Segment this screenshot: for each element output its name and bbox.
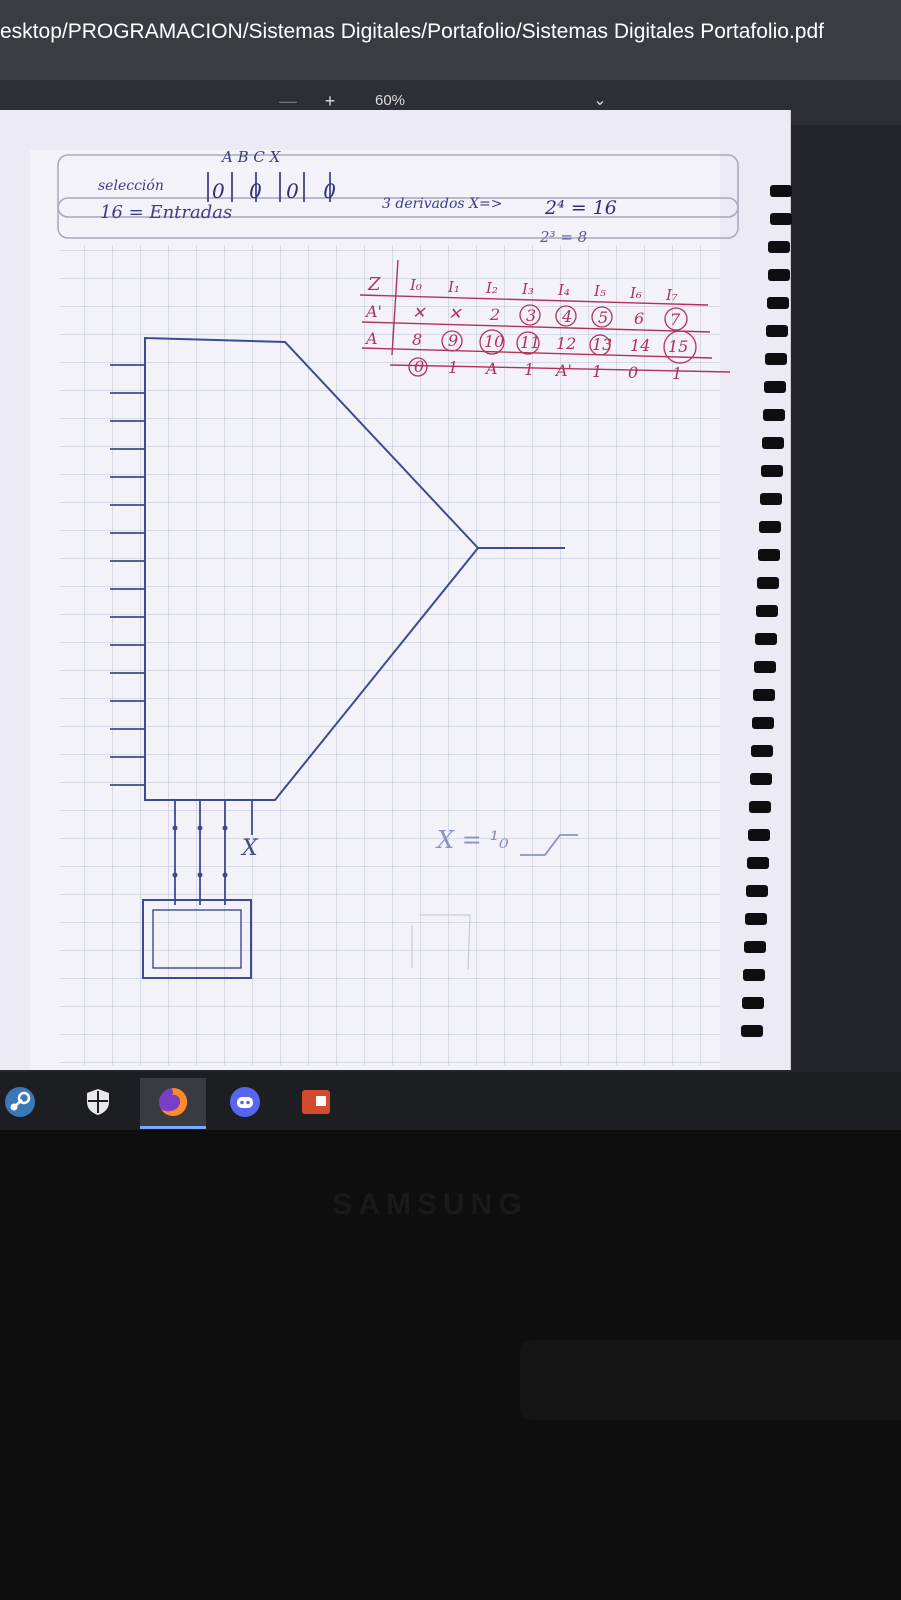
inputs-count: 16 = Entradas: [100, 202, 232, 223]
select-line-dots: [172, 825, 228, 878]
switch-formula: X = ¹₀: [435, 826, 509, 854]
truth-row-0-cell-5: 5: [598, 308, 608, 327]
truth-table-col-5: I₅: [593, 282, 606, 300]
zoom-level-label[interactable]: 60%: [374, 92, 406, 109]
discord-icon[interactable]: [225, 1082, 265, 1122]
truth-row-0-cell-4: 4: [561, 307, 572, 326]
header-sub-box: [57, 197, 739, 239]
truth-row-0-cell-7: 7: [670, 310, 681, 329]
faint-sketch: [411, 914, 471, 971]
title-bar: esktop/PROGRAMACION/Sistemas Digitales/P…: [0, 0, 901, 80]
truth-row-1-cell-5: 13: [592, 335, 612, 354]
truth-row-2-cell-3: 1: [524, 360, 534, 379]
truth-table-col-3: I₃: [521, 280, 534, 298]
notebook-page-drawing: A B C X selección 0 0 0 0 16 = Entradas …: [30, 148, 739, 1070]
zoom-in-button[interactable]: +: [324, 91, 336, 111]
truth-table-col-6: I₆: [629, 284, 642, 302]
security-icon[interactable]: [78, 1082, 118, 1122]
chevron-down-icon[interactable]: ⌄: [593, 92, 607, 109]
truth-table-col-7: I₇: [665, 286, 678, 304]
select-var-label: X: [240, 836, 259, 861]
mux-symbol: [110, 336, 565, 979]
truth-row-1-cell-6: 14: [630, 336, 650, 355]
truth-row-2-cell-2: A: [484, 359, 498, 378]
header-box: [57, 154, 739, 218]
truth-table-col-2: I₂: [485, 279, 498, 297]
truth-row-2-cell-0: 0: [414, 357, 424, 376]
pdf-page: A B C X selección 0 0 0 0 16 = Entradas …: [0, 110, 791, 1070]
truth-row-1-cell-0: 8: [412, 330, 422, 349]
selection-label: selección: [98, 178, 164, 194]
power-equation-b: 2³ = 8: [539, 228, 587, 246]
graph-grid: [60, 245, 720, 1065]
keyboard-hinge: [520, 1340, 901, 1420]
truth-table-corner: Z: [367, 274, 381, 295]
monitor-brand-logo: SAMSUNG: [332, 1188, 528, 1221]
selector-box: [142, 899, 252, 979]
truth-row-0-cell-0: ✕: [412, 303, 426, 322]
monitor-screen: esktop/PROGRAMACION/Sistemas Digitales/P…: [0, 0, 901, 1132]
truth-row-2-cell-7: 1: [672, 364, 682, 383]
truth-row-0-cell-1: ✕: [448, 304, 462, 323]
mux-input-lines: [110, 364, 145, 786]
truth-row-1-cell-7: 15: [668, 337, 688, 356]
truth-table-circles: [408, 304, 697, 377]
truth-row-1-cell-1: 9: [448, 331, 458, 350]
power-equation-a: 2⁴ = 16: [544, 197, 617, 219]
truth-row-0-label: A': [364, 302, 382, 321]
file-path-title: esktop/PROGRAMACION/Sistemas Digitales/P…: [0, 20, 824, 43]
zoom-out-button[interactable]: —: [279, 91, 297, 111]
derivation-text: 3 derivados X=>: [382, 196, 502, 212]
mux-select-lines: [174, 800, 253, 905]
switch-symbol: [520, 834, 578, 856]
truth-row-0-cell-6: 6: [634, 309, 644, 328]
office-icon[interactable]: [296, 1082, 336, 1122]
firefox-icon[interactable]: [140, 1078, 206, 1129]
truth-table: Z I₀ I₁ I₂ I₃ I₄ I₅ I₆ I₇ A' ✕ ✕ 2 3: [359, 259, 731, 383]
truth-row-0-cell-2: 2: [489, 305, 500, 324]
truth-row-1-label: A: [364, 329, 378, 348]
selection-bits-box: [207, 172, 331, 202]
truth-row-1-cell-4: 12: [556, 334, 576, 353]
steam-icon[interactable]: [0, 1082, 40, 1122]
truth-row-0-cell-3: 3: [526, 306, 536, 325]
truth-row-2-cell-5: 1: [592, 362, 602, 381]
selection-bits: 0 0 0 0: [212, 179, 345, 203]
truth-row-2-cell-1: 1: [448, 358, 458, 377]
truth-row-2-cell-6: 0: [628, 363, 638, 382]
truth-table-col-4: I₄: [557, 281, 570, 299]
truth-table-col-0: I₀: [409, 276, 422, 294]
truth-row-1-cell-3: 11: [520, 333, 540, 352]
notebook-spiral: [718, 185, 798, 1045]
truth-row-1-cell-2: 10: [484, 332, 504, 351]
taskbar: [0, 1072, 901, 1132]
abc-labels: A B C X: [220, 148, 282, 166]
truth-row-2-cell-4: A': [554, 361, 572, 380]
truth-table-col-1: I₁: [447, 278, 460, 296]
